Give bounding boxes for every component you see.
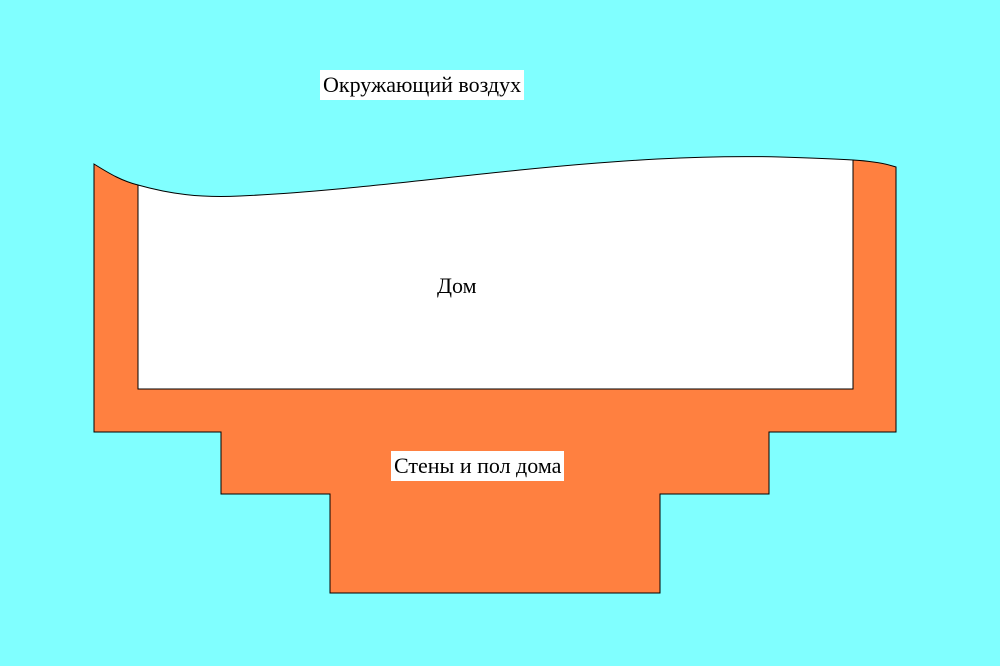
house-label: Дом bbox=[437, 273, 477, 298]
house-interior-shape bbox=[137, 156, 854, 390]
ambient-air-label: Окружающий воздух bbox=[320, 70, 525, 100]
walls-floor-label: Стены и пол дома bbox=[391, 451, 565, 481]
walls-and-floor-shape bbox=[93, 159, 897, 594]
